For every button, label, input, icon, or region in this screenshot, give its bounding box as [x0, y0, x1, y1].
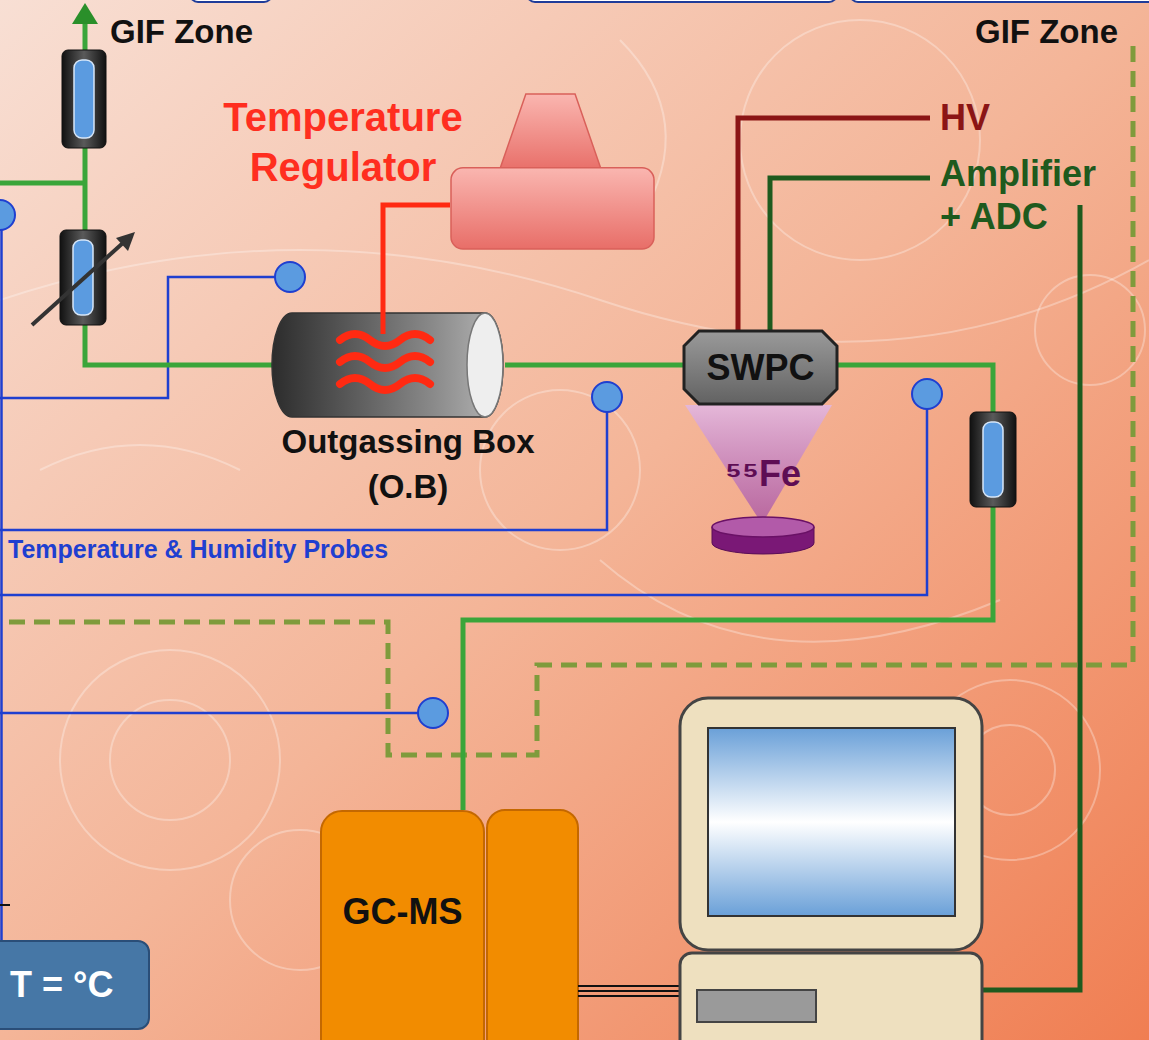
probe-dot: [0, 200, 942, 728]
temperature-regulator-outline: [450, 92, 655, 250]
data-cable: [578, 986, 682, 996]
diagram-label: Temperature & Humidity Probes: [8, 534, 388, 564]
signal-cable: [770, 178, 930, 330]
signal-cable: [982, 205, 1080, 990]
flowmeter: [62, 50, 106, 148]
top-panel-edges: [190, 0, 1149, 2]
temperature-display: T = °C: [0, 940, 150, 1030]
computer: [680, 698, 982, 1040]
flowmeter: [970, 412, 1016, 507]
adjust-arrowhead: [116, 232, 135, 251]
chamber-outline: [684, 331, 837, 404]
node-label: T = °C: [10, 965, 113, 1005]
adjust-arrow: [32, 242, 124, 325]
swpc-chamber: SWPC: [683, 330, 838, 405]
gas-lines: [0, 22, 274, 365]
probe-tick: [0, 904, 10, 906]
heater-wire: [381, 312, 386, 334]
heater-coil: [340, 378, 430, 390]
node-label: GC-MS: [343, 892, 463, 932]
gif-zone-boundary: [0, 46, 1133, 755]
gc-ms-side-unit: [487, 810, 578, 1040]
cylinder-body: [272, 313, 503, 417]
diagram-label: GIF Zone: [110, 12, 253, 52]
diagram-label: HV: [940, 96, 990, 139]
gas-exhaust-arrow: [72, 3, 98, 24]
heater-coil: [340, 334, 430, 346]
radiation-cone: [685, 405, 832, 524]
node-label: Outgassing Box (O.B): [248, 420, 568, 509]
fe55-source: ⁵⁵Fe: [710, 515, 816, 555]
outgassing-box-outline: [272, 312, 505, 418]
node-label: SWPC: [707, 348, 815, 388]
diagram-label: Amplifier + ADC: [940, 152, 1115, 238]
heater-coil: [340, 356, 430, 368]
temperature-regulator: Temperature Regulator: [450, 92, 655, 250]
gc-ms-unit: GC-MS: [320, 810, 485, 1040]
node-label: ⁵⁵Fe: [703, 452, 823, 495]
diagram-label: GIF Zone: [975, 12, 1118, 52]
regulator-base: [451, 168, 654, 249]
regulator-top: [499, 94, 602, 171]
hv-cable: [738, 118, 930, 330]
connector-line: [383, 205, 450, 312]
fe55-source-outline: [710, 515, 816, 555]
cylinder-end: [467, 313, 503, 417]
outgassing-box: Outgassing Box (O.B): [272, 312, 505, 418]
node-label: Temperature Regulator: [203, 92, 483, 192]
connector-line: [505, 363, 683, 368]
source-disc-top: [712, 517, 814, 537]
